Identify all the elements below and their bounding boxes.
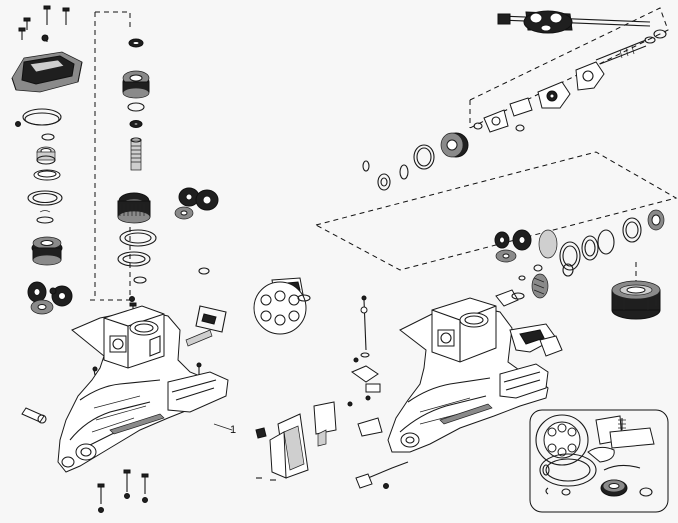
seal-kit <box>535 414 655 497</box>
linkage-parts <box>347 295 409 489</box>
center-shaft-stack <box>117 38 157 318</box>
bottom-screws <box>97 469 149 513</box>
gasket-plate <box>253 277 311 335</box>
callout-number: 1 <box>230 424 236 436</box>
top-screws <box>15 5 70 127</box>
top-cover <box>11 51 83 93</box>
lower-tube-parts <box>494 209 665 299</box>
left-anode <box>21 407 47 424</box>
right-gearcase-housing <box>387 289 549 453</box>
shaft-bearing-row <box>362 132 469 191</box>
bearing-cup <box>611 280 661 320</box>
left-gear-set <box>27 281 73 315</box>
right-trim-parts <box>509 292 563 357</box>
leader-lines <box>90 7 678 301</box>
left-gearcase-housing <box>57 305 233 473</box>
left-bearing-stack <box>22 108 63 266</box>
seal-kit-frame <box>529 409 669 513</box>
center-gear-set <box>174 187 219 220</box>
middle-lower-parts <box>255 401 337 481</box>
u-joint-assembly <box>473 61 605 133</box>
drive-shaft <box>497 10 667 65</box>
